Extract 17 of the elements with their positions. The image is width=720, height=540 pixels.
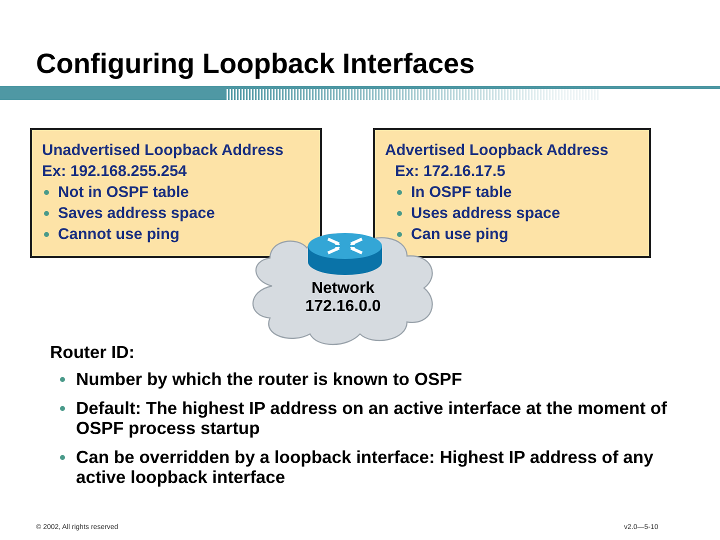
info-card (30, 128, 322, 258)
bullet-text: Default: The highest IP address on an active interface at the moment of OSPF process startup (58, 398, 698, 438)
info-card (373, 128, 651, 258)
bullet-text: Can be overridden by a loopback interface: Highest IP address of any active loopback interface (58, 447, 698, 487)
bullet-text: Number by which the router is known to OSPF (58, 369, 698, 389)
example-address: Ex: 172.16.17.5 (394, 162, 506, 182)
section-heading: Router ID: (50, 342, 135, 363)
card-heading: Advertised Loopback Address (385, 141, 610, 161)
card-heading: Unadvertised Loopback Address (42, 141, 284, 161)
bullet-text: Saves address space (42, 203, 310, 224)
slide-title: Configuring Loopback Interfaces (36, 48, 475, 80)
bullet-text: Uses address space (385, 203, 639, 224)
bullet-text: Not in OSPF table (42, 182, 310, 203)
bullet-text: Cannot use ping (42, 224, 310, 245)
bullet-text: In OSPF table (385, 182, 639, 203)
example-address: Ex: 192.168.255.254 (42, 162, 188, 182)
network-label: Network 172.16.0.0 (304, 280, 382, 316)
